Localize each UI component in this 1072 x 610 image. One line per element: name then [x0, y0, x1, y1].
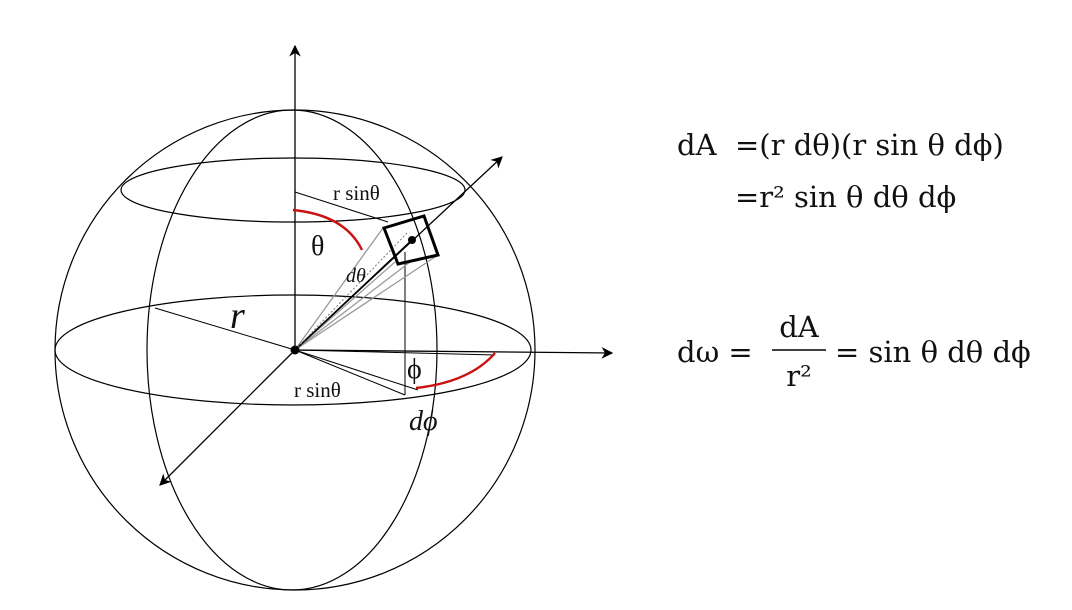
label-r-sin-theta-top: r sinθ — [333, 181, 380, 205]
radius-line — [154, 307, 296, 351]
x-axis — [159, 349, 296, 486]
surface-element-patch — [382, 214, 440, 266]
surface-element-point — [408, 236, 416, 244]
meridian-ellipse — [146, 109, 438, 591]
phi-ray-3 — [294, 349, 496, 356]
label-r: r — [230, 295, 245, 337]
label-d-theta: dθ — [346, 265, 366, 287]
label-d-phi: dϕ — [409, 406, 438, 437]
equation-dA: dA =(r dθ)(r sin θ dϕ) =r² sin θ dθ dϕ — [677, 128, 1004, 214]
phi-ray-2 — [294, 349, 419, 391]
surface-element-dashed — [294, 231, 409, 351]
label-phi: ϕ — [407, 354, 422, 385]
label-r-sin-theta-bottom: r sinθ — [294, 378, 341, 402]
eq-domega-rhs: = sin θ dθ dϕ — [835, 335, 1031, 369]
r-sin-theta-top-line — [294, 191, 389, 223]
latitude-ellipse — [120, 157, 466, 223]
equation-domega: dω = dA r² = sin θ dθ dϕ — [677, 310, 1031, 393]
equator-ellipse — [54, 294, 532, 406]
phi-ray-1 — [294, 349, 406, 396]
d-theta-line — [294, 239, 413, 351]
y-axis — [294, 347, 614, 359]
eq-dA-lhs: dA — [677, 128, 718, 162]
eq-domega-numerator: dA — [779, 310, 820, 344]
theta-arc — [292, 208, 364, 251]
label-theta: θ — [311, 231, 324, 262]
eq-domega-lhs: dω = — [677, 335, 753, 369]
phi-arc — [415, 352, 496, 390]
eq-dA-rhs-line1: =(r dθ)(r sin θ dϕ) — [735, 128, 1004, 162]
eq-dA-rhs-line2: =r² sin θ dθ dϕ — [735, 180, 956, 214]
origin-point — [290, 345, 300, 355]
eq-domega-denominator: r² — [786, 359, 812, 393]
